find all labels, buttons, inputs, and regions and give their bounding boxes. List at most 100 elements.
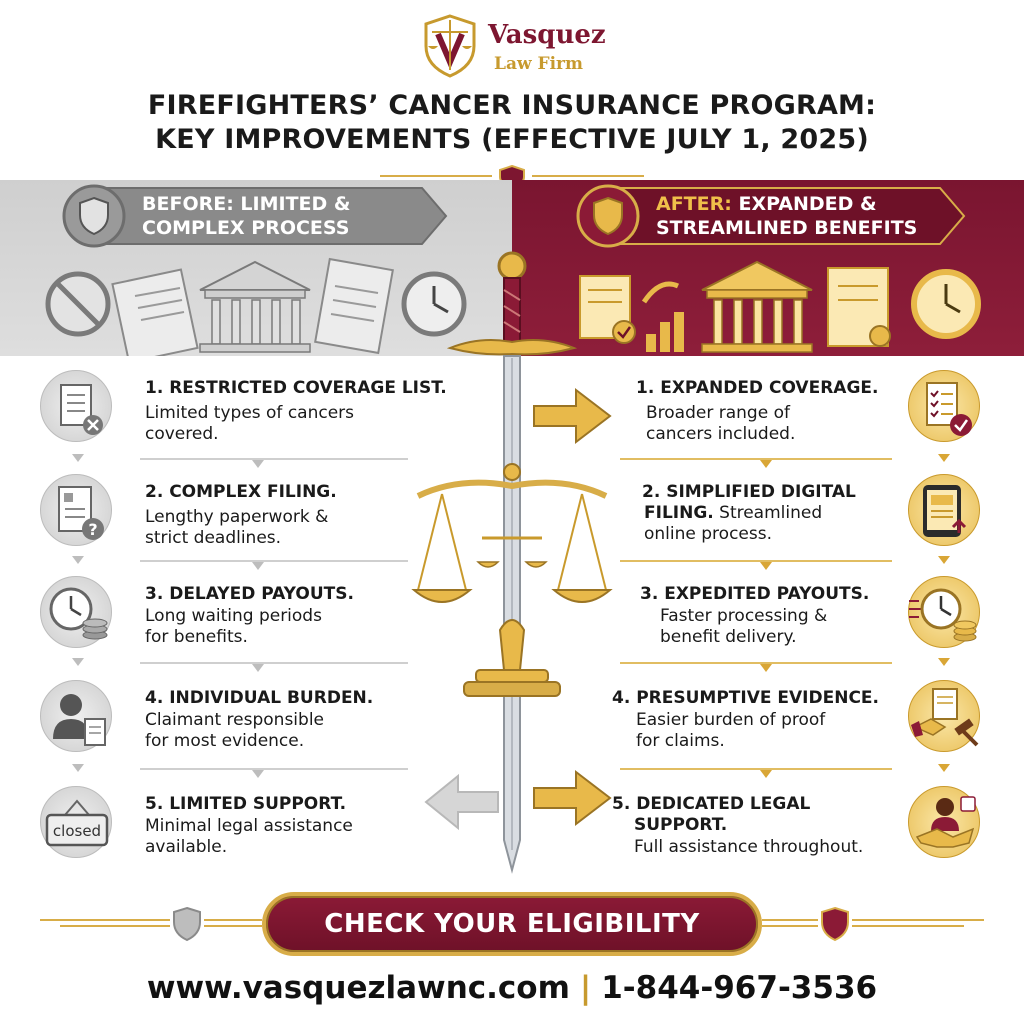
page-title-line1: FIREFIGHTERS’ CANCER INSURANCE PROGRAM: xyxy=(147,90,877,121)
clock-gold-icon xyxy=(911,269,981,339)
before-divider xyxy=(140,458,408,460)
closed-sign-icon: closed xyxy=(40,786,112,858)
after-item-2-desc-line2: online process. xyxy=(644,524,772,544)
fast-clock-coins-icon xyxy=(908,576,980,648)
after-item-4-title: 4. PRESUMPTIVE EVIDENCE. xyxy=(612,688,879,708)
before-item-3-title: 3. DELAYED PAYOUTS. xyxy=(145,584,354,604)
chevron-down-icon xyxy=(252,460,264,468)
svg-text:?: ? xyxy=(88,520,97,539)
lawyer-handshake-icon xyxy=(908,786,980,858)
after-divider xyxy=(620,458,892,460)
sword-scales-icon xyxy=(411,251,613,874)
shield-icon xyxy=(821,906,849,942)
chevron-down-icon xyxy=(72,454,84,462)
before-item-1-title: 1. RESTRICTED COVERAGE LIST. xyxy=(145,378,447,398)
before-banner xyxy=(62,184,448,248)
chevron-down-icon xyxy=(938,556,950,564)
before-divider xyxy=(140,560,408,562)
footer-separator: | xyxy=(579,970,592,1006)
after-divider xyxy=(620,560,892,562)
document-upload-icon xyxy=(827,267,891,347)
before-item-5-title: 5. LIMITED SUPPORT. xyxy=(145,794,347,814)
checklist-x-icon xyxy=(40,370,112,442)
document-question-icon: ? xyxy=(40,474,112,546)
after-item-2-title2: FILING. xyxy=(644,503,714,523)
after-divider xyxy=(620,662,892,664)
tablet-upload-icon xyxy=(908,474,980,546)
before-item-1-desc-line2: covered. xyxy=(145,424,219,444)
scales-shield-icon xyxy=(424,14,476,78)
chevron-down-icon xyxy=(252,770,264,778)
courthouse-gold-icon xyxy=(701,260,813,353)
before-banner-text: BEFORE: LIMITED & COMPLEX PROCESS xyxy=(142,192,350,240)
person-document-icon xyxy=(40,680,112,752)
before-divider xyxy=(140,768,408,770)
checklist-check-icon xyxy=(908,370,980,442)
after-item-1-title: 1. EXPANDED COVERAGE. xyxy=(636,378,879,398)
before-banner-line1: BEFORE: LIMITED & xyxy=(142,193,351,215)
before-item-4-title: 4. INDIVIDUAL BURDEN. xyxy=(145,688,374,708)
after-divider xyxy=(620,768,892,770)
chevron-down-icon xyxy=(72,658,84,666)
after-banner-line1: AFTER: EXPANDED & xyxy=(656,192,917,216)
document-signed-icon xyxy=(314,257,394,355)
chevron-down-icon xyxy=(760,770,772,778)
after-item-3-title: 3. EXPEDITED PAYOUTS. xyxy=(640,584,870,604)
page-title-line2: KEY IMPROVEMENTS (EFFECTIVE JULY 1, 2025… xyxy=(155,124,869,155)
after-item-4-desc-line2: for claims. xyxy=(636,731,725,751)
clock-icon xyxy=(401,271,467,337)
documents-icon xyxy=(111,268,199,356)
chevron-down-icon xyxy=(938,764,950,772)
growth-bars-icon xyxy=(646,312,684,352)
after-item-5-title2: SUPPORT. xyxy=(634,815,728,835)
after-item-5-desc: Full assistance throughout. xyxy=(634,837,864,857)
chevron-down-icon xyxy=(760,664,772,672)
after-item-5-title: 5. DEDICATED LEGAL xyxy=(612,794,811,814)
check-eligibility-label: CHECK YOUR ELIGIBILITY xyxy=(324,909,700,939)
before-item-5-desc-line1: Minimal legal assistance xyxy=(145,816,353,836)
before-banner-line2: COMPLEX PROCESS xyxy=(142,217,350,239)
arrow-right-gold-icon xyxy=(533,387,612,445)
cta-decor-lines xyxy=(40,906,984,942)
after-banner-prefix: AFTER: xyxy=(656,193,732,215)
website-link[interactable]: www.vasquezlawnc.com xyxy=(146,970,570,1006)
phone-link[interactable]: 1-844-967-3536 xyxy=(601,970,878,1006)
chevron-down-icon xyxy=(760,460,772,468)
before-item-2-desc-line2: strict deadlines. xyxy=(145,528,282,548)
before-item-3-desc-line2: for benefits. xyxy=(145,627,248,647)
after-item-1-desc-line1: Broader range of xyxy=(646,403,790,423)
chevron-down-icon xyxy=(938,658,950,666)
after-banner-line1-rest: EXPANDED & xyxy=(731,193,877,215)
before-item-4-desc-line2: for most evidence. xyxy=(145,731,305,751)
chevron-down-icon xyxy=(72,556,84,564)
before-item-5-desc-line2: available. xyxy=(145,837,228,857)
footer-contact: www.vasquezlawnc.com|1-844-967-3536 xyxy=(0,970,1024,1006)
after-item-2-desc-inline: Streamlined xyxy=(713,503,823,523)
chevron-down-icon xyxy=(938,454,950,462)
after-illustration xyxy=(579,260,981,353)
courthouse-icon xyxy=(199,260,311,353)
after-item-4-desc-line1: Easier burden of proof xyxy=(636,710,826,730)
before-item-2-title: 2. COMPLEX FILING. xyxy=(145,482,337,502)
before-item-4-desc-line1: Claimant responsible xyxy=(145,710,325,730)
chevron-down-icon xyxy=(252,562,264,570)
before-item-3-desc-line1: Long waiting periods xyxy=(145,606,322,626)
before-item-2-desc-line1: Lengthy paperwork & xyxy=(145,507,329,527)
check-eligibility-button[interactable]: CHECK YOUR ELIGIBILITY xyxy=(262,892,762,956)
clock-coins-icon xyxy=(40,576,112,648)
brand-logo: Vasquez Law Firm xyxy=(420,12,620,82)
chevron-down-icon xyxy=(760,562,772,570)
closed-sign-text: closed xyxy=(53,822,101,840)
before-divider xyxy=(140,662,408,664)
after-banner-line2: STREAMLINED BENEFITS xyxy=(656,217,918,239)
before-item-1-desc-line1: Limited types of cancers xyxy=(145,403,355,423)
document-check-icon xyxy=(579,275,636,344)
arrow-left-gray-icon xyxy=(424,773,499,831)
after-banner-text: AFTER: EXPANDED & STREAMLINED BENEFITS xyxy=(656,192,917,240)
after-item-2-title: 2. SIMPLIFIED DIGITAL xyxy=(642,482,856,502)
after-item-3-desc-line2: benefit delivery. xyxy=(660,627,797,647)
curved-arrow-icon xyxy=(641,281,680,304)
after-item-2-line2: FILING. Streamlined xyxy=(644,503,822,524)
prohibited-icon xyxy=(45,271,111,337)
after-item-1-desc-line2: cancers included. xyxy=(646,424,796,444)
